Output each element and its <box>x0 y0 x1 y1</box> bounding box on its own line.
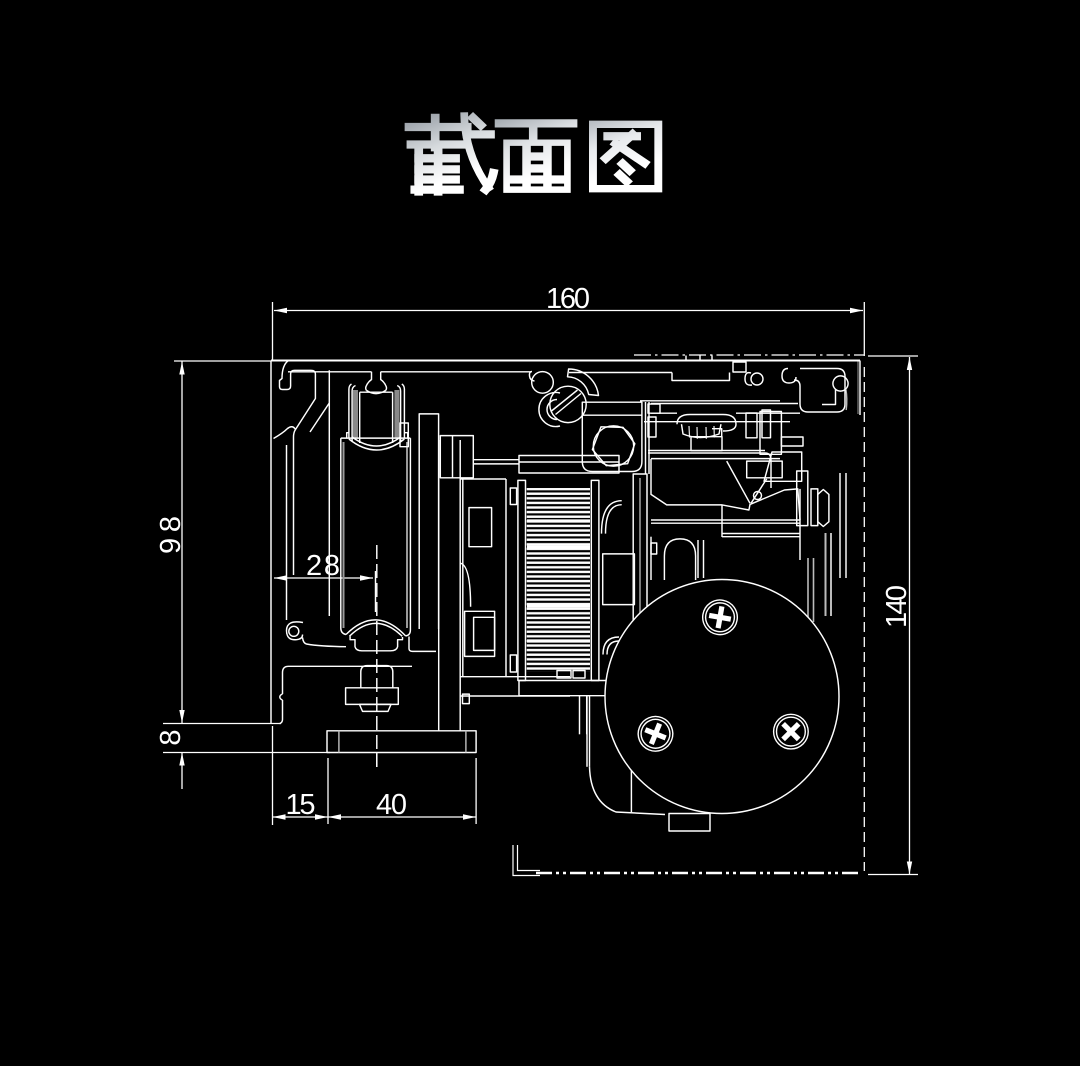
svg-text:8: 8 <box>155 729 187 745</box>
svg-text:15: 15 <box>286 789 316 821</box>
svg-text:160: 160 <box>546 283 590 315</box>
svg-text:40: 40 <box>376 789 407 821</box>
svg-text:28: 28 <box>306 550 340 582</box>
svg-text:140: 140 <box>881 585 913 628</box>
